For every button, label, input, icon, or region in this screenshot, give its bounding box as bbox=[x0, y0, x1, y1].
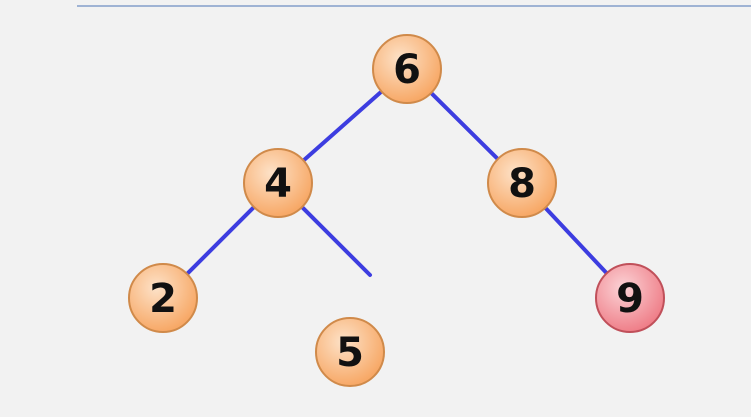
node-label-6: 6 bbox=[393, 47, 421, 93]
node-circle-8 bbox=[487, 148, 557, 218]
tree-node-2: 2 bbox=[128, 263, 198, 333]
node-circle-4 bbox=[243, 148, 313, 218]
node-circle-5 bbox=[315, 317, 385, 387]
tree-node-5: 5 bbox=[315, 317, 385, 387]
node-label-9: 9 bbox=[616, 276, 644, 322]
edge-n6-n4 bbox=[301, 89, 384, 163]
tree-node-9: 9 bbox=[595, 263, 665, 333]
node-circle-9 bbox=[595, 263, 665, 333]
node-label-5: 5 bbox=[336, 330, 364, 376]
node-label-4: 4 bbox=[264, 161, 292, 207]
node-circle-2 bbox=[128, 263, 198, 333]
node-circle-6 bbox=[372, 34, 442, 104]
edge-n6-n8 bbox=[429, 90, 500, 162]
node-label-2: 2 bbox=[149, 276, 177, 322]
edge-n4-n2 bbox=[185, 205, 256, 276]
nodes-layer: 6 4 8 2 5 9 bbox=[128, 34, 665, 387]
edges-layer bbox=[185, 89, 609, 277]
tree-node-6: 6 bbox=[372, 34, 442, 104]
edge-n8-n9 bbox=[543, 205, 609, 276]
top-divider bbox=[77, 5, 751, 7]
edge-n4-dangling-right bbox=[300, 205, 372, 277]
node-label-8: 8 bbox=[508, 161, 536, 207]
tree-node-8: 8 bbox=[487, 148, 557, 218]
tree-node-4: 4 bbox=[243, 148, 313, 218]
